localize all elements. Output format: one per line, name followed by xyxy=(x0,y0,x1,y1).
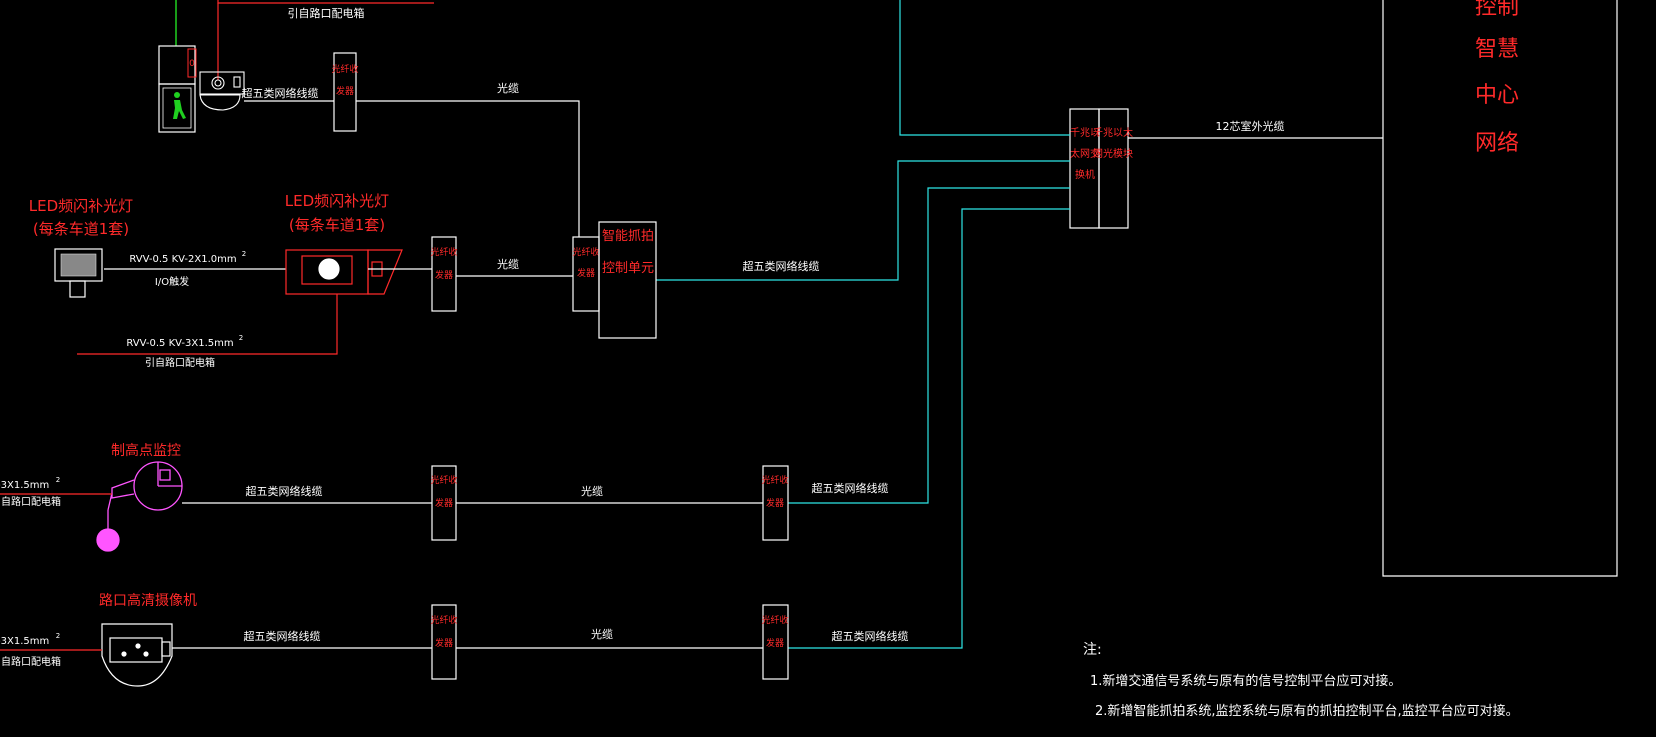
module-label-1: 千兆以太 xyxy=(1093,126,1133,139)
svg-text:光缆: 光缆 xyxy=(591,627,613,641)
power-mid-cable: RVV-0.5 KV-3X1.5mm xyxy=(126,338,233,349)
svg-text:超五类网络线缆: 超五类网络线缆 xyxy=(812,481,889,495)
led-left-icon xyxy=(54,248,103,298)
svg-text:超五类网络线缆: 超五类网络线缆 xyxy=(246,484,323,498)
svg-text:2: 2 xyxy=(56,476,60,484)
ped-camera-icon xyxy=(199,71,245,111)
center-label-line-3: 中心 xyxy=(1475,83,1519,108)
svg-text:发器: 发器 xyxy=(435,269,453,281)
note-1: 1.新增交通信号系统与原有的信号控制平台应可对接。 xyxy=(1090,673,1401,689)
module-label-2: 网光模块 xyxy=(1093,147,1133,160)
fiber-converter-row4-right xyxy=(762,604,789,680)
dome-cable: V-3X1.5mm xyxy=(0,480,49,491)
fiber-converter-row4-left xyxy=(431,604,457,680)
svg-text:光缆: 光缆 xyxy=(581,484,603,498)
svg-text:超五类网络线缆: 超五类网络线缆 xyxy=(244,629,321,643)
center-label-line-2: 智慧 xyxy=(1475,37,1519,62)
svg-text:2: 2 xyxy=(56,632,60,640)
fiber-mid-label: 光缆 xyxy=(497,257,519,271)
dome-power: 引自路口配电箱 xyxy=(0,495,61,508)
note-2: 2.新增智能抓拍系统,监控系统与原有的抓拍控制平台,监控平台应可对接。 xyxy=(1095,703,1519,719)
svg-text:光纤收: 光纤收 xyxy=(331,63,358,75)
power-mid-label: 引自路口配电箱 xyxy=(145,356,215,369)
top-power-label: 引自路口配电箱 xyxy=(288,6,365,20)
led-cable-top: RVV-0.5 KV-2X1.0mm xyxy=(129,254,236,265)
svg-text:发器: 发器 xyxy=(435,497,453,509)
svg-text:超五类网络线缆: 超五类网络线缆 xyxy=(832,629,909,643)
ethernet-switch: 千兆以 太网交 换机 千兆以太 网光模块 xyxy=(1069,108,1133,229)
svg-text:发器: 发器 xyxy=(336,85,354,97)
fiber-top-label: 光缆 xyxy=(497,81,519,95)
cat5-top-label: 超五类网络线缆 xyxy=(242,86,319,100)
led-cable-bottom: I/O触发 xyxy=(155,275,189,288)
switch-label-3: 换机 xyxy=(1075,168,1095,181)
hd-camera-title: 路口高清摄像机 xyxy=(99,592,197,609)
svg-text:发器: 发器 xyxy=(577,267,595,279)
svg-text:发器: 发器 xyxy=(435,637,453,649)
svg-text:光纤收: 光纤收 xyxy=(430,614,457,626)
svg-text:2: 2 xyxy=(239,334,243,342)
capture-camera-icon xyxy=(285,249,403,295)
led-left-title-2: (每条车道1套) xyxy=(33,220,129,238)
svg-text:发器: 发器 xyxy=(766,637,784,649)
center-label-line-1: 控制 xyxy=(1475,0,1519,20)
cyan-network-lines xyxy=(656,0,1070,649)
switch-label-1: 千兆以 xyxy=(1070,127,1100,139)
led-left-title-1: LED频闪补光灯 xyxy=(29,197,133,215)
pedestrian-signal: 0 xyxy=(158,0,197,133)
walking-person-icon xyxy=(173,92,186,119)
cat5-mid-label: 超五类网络线缆 xyxy=(743,259,820,273)
svg-text:发器: 发器 xyxy=(766,497,784,509)
center-label-line-4: 网络 xyxy=(1475,131,1519,156)
dome-camera-title: 制高点监控 xyxy=(111,442,181,459)
hd-power: 引自路口配电箱 xyxy=(0,655,61,668)
svg-text:光纤收: 光纤收 xyxy=(761,614,788,626)
svg-text:0: 0 xyxy=(189,59,195,69)
fiber-converter-mid xyxy=(431,236,457,312)
capture-control-unit xyxy=(598,221,657,339)
svg-text:2: 2 xyxy=(242,250,246,258)
dome-camera-icon xyxy=(96,461,183,552)
top-power-line xyxy=(217,0,434,4)
svg-text:智能抓拍: 智能抓拍 xyxy=(602,229,654,244)
hd-camera-icon xyxy=(101,623,173,687)
svg-text:光纤收: 光纤收 xyxy=(761,474,788,486)
svg-text:光纤收: 光纤收 xyxy=(430,246,457,258)
fiber-converter-row3-right xyxy=(762,465,789,541)
hd-cable: V-3X1.5mm xyxy=(0,636,49,647)
led-right-title-1: LED频闪补光灯 xyxy=(285,192,389,210)
svg-text:控制单元: 控制单元 xyxy=(602,261,654,276)
fiber-converter-top xyxy=(333,52,357,132)
outdoor-fiber-label: 12芯室外光缆 xyxy=(1216,119,1285,133)
notes-heading: 注: xyxy=(1083,642,1102,658)
led-right-title-2: (每条车道1套) xyxy=(289,216,385,234)
svg-text:光纤收: 光纤收 xyxy=(430,474,457,486)
notes: 注: 1.新增交通信号系统与原有的信号控制平台应可对接。 2.新增智能抓拍系统,… xyxy=(1083,642,1519,719)
control-center-box: 控制 智慧 中心 网络 xyxy=(1382,0,1618,577)
switch-label-2: 太网交 xyxy=(1070,147,1100,160)
svg-text:光纤收: 光纤收 xyxy=(572,246,599,258)
